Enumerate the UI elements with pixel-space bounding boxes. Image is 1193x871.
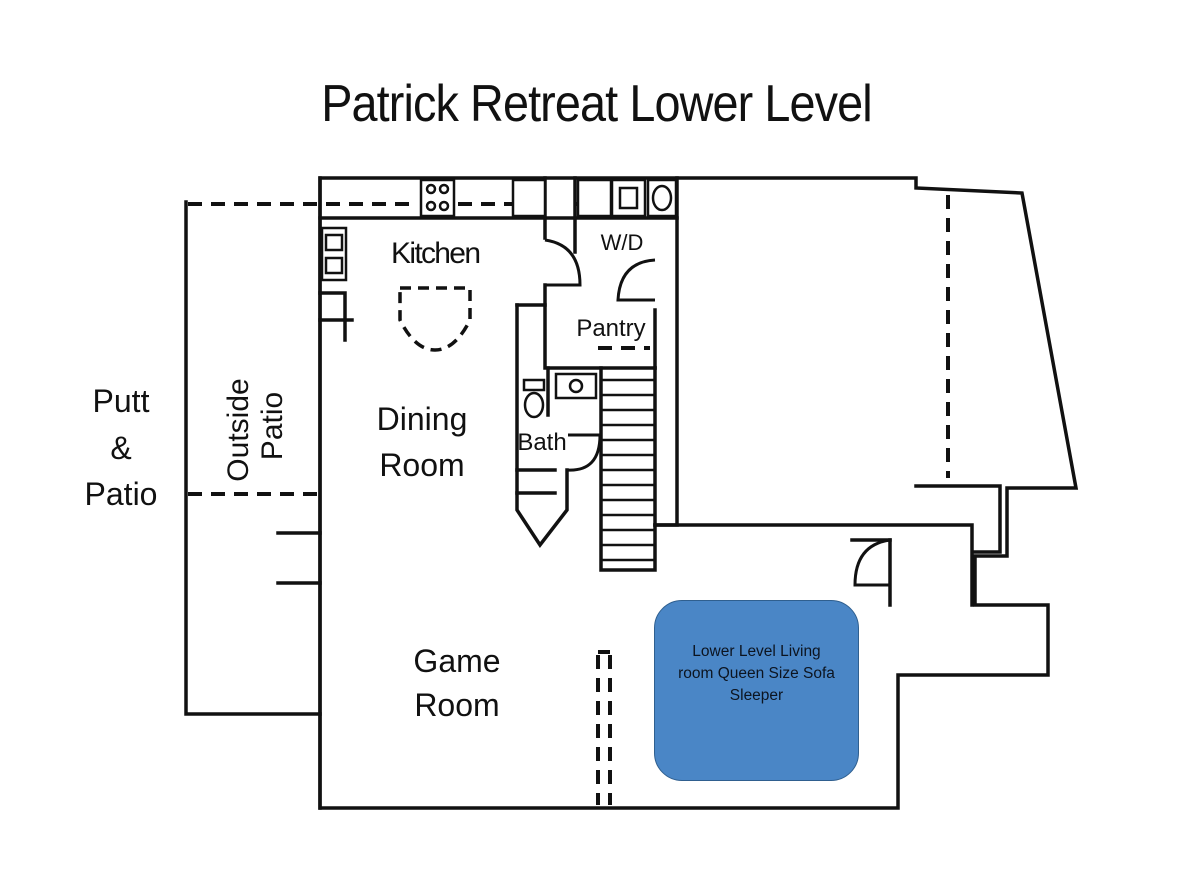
label-bath: Bath [517,429,566,456]
label-outside-patio-2: Patio [256,392,289,460]
label-game-1: Game [413,643,500,679]
right-room-wall [653,523,974,607]
label-outside-patio-1: Outside [222,378,255,481]
label-game-2: Room [414,687,499,723]
stair-wall [653,176,679,527]
sofa-sleeper-callout: Lower Level Living room Queen Size Sofa … [654,600,859,781]
label-dining-1: Dining [377,401,468,437]
page-title: Patrick Retreat Lower Level [321,75,872,133]
label-dining-2: Room [379,447,464,483]
label-putt-1: Putt [93,383,150,419]
toilet-tank [522,378,546,392]
label-wd: W/D [601,230,644,255]
label-pantry: Pantry [576,315,645,342]
sink-icon [554,372,598,400]
label-putt-3: Patio [85,476,158,512]
kitchen-island [398,286,472,352]
label-putt-2: & [110,430,131,466]
right-inner-wall [914,484,1002,554]
stove-icon [419,178,456,218]
label-kitchen: Kitchen [391,237,481,270]
patio-outline [184,200,322,716]
toilet-icon [523,391,545,419]
outer-wall [318,176,1079,810]
